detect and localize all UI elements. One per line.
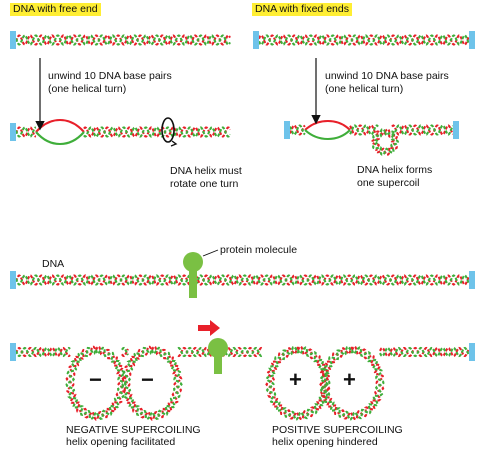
coil-negative-1-red: [65, 345, 127, 421]
anchor-fixed-top-right: [469, 31, 475, 49]
helix-fixed-seg1-green: [289, 124, 306, 136]
minus-sign-right: −: [141, 367, 154, 392]
fixed-ends-header: DNA with fixed ends: [252, 3, 352, 16]
positive-supercoiling-subtitle: helix opening hindered: [272, 436, 378, 448]
anchor-bottom-right: [469, 343, 475, 361]
rotation-icon: [161, 117, 175, 143]
coil-positive-2-red: [319, 345, 385, 421]
bubble-red-fixed: [304, 119, 351, 131]
negative-supercoiling-subtitle: helix opening facilitated: [66, 436, 176, 448]
coil-positive-1-red: [265, 345, 331, 421]
negative-supercoiling-title: NEGATIVE SUPERCOILING: [66, 424, 201, 436]
anchor-fixed-top-left: [253, 31, 259, 49]
anchor-free-top-left: [10, 31, 16, 49]
protein-head-mid: [183, 252, 203, 272]
coil-positive-2-green: [319, 345, 385, 421]
helix-fixed-seg3-green: [391, 124, 454, 136]
protein-label: protein molecule: [220, 244, 298, 256]
anchor-mid-right: [469, 271, 475, 289]
helix-bottom-seg2-red: [121, 348, 129, 358]
unwind-label-fixed: unwind 10 DNA base pairs (one helical tu…: [325, 70, 449, 95]
helix-bottom-seg1-green: [15, 346, 71, 358]
helix-free-top-green: [15, 34, 231, 46]
helix-free-seg2-green: [83, 126, 231, 138]
helix-middle-red: [15, 274, 470, 286]
plus-sign-right: +: [343, 367, 356, 392]
positive-supercoiling-title: POSITIVE SUPERCOILING: [272, 424, 403, 436]
helix-middle-green: [15, 274, 470, 286]
helix-fixed-seg3-red: [391, 124, 454, 136]
bubble-green-free: [35, 131, 85, 146]
helix-fixed-top-green: [258, 34, 470, 46]
bubble-green-fixed: [304, 129, 351, 141]
helix-fixed-seg2-green: [349, 124, 379, 136]
protein-stem-mid: [189, 268, 197, 298]
supercoil-small-green: [371, 128, 400, 156]
helix-bottom-seg5-green: [379, 346, 470, 358]
bubble-red-free: [35, 118, 85, 133]
anchor-fixed-bottom-right: [453, 121, 459, 139]
rotation-arrowhead: [170, 140, 178, 147]
helix-bottom-seg2-green: [121, 346, 129, 356]
helix-free-seg1-green: [15, 126, 37, 138]
unwind-label-free: unwind 10 DNA base pairs (one helical tu…: [48, 70, 172, 95]
helix-fixed-seg2-red: [349, 124, 379, 136]
helix-free-seg1-red: [15, 126, 37, 138]
helix-free-top-red: [15, 34, 231, 46]
coil-negative-2-green: [121, 346, 183, 421]
helix-bottom-seg5-red: [379, 346, 470, 358]
protein-pointer-line: [202, 249, 219, 257]
anchor-free-bottom-left: [10, 123, 16, 141]
anchor-fixed-bottom-left: [284, 121, 290, 139]
coil-negative-2-red: [121, 345, 183, 421]
free-end-header: DNA with free end: [10, 3, 101, 16]
helix-bottom-seg1-red: [15, 346, 71, 358]
coil-positive-1-green: [265, 345, 331, 421]
helix-rotate-caption: DNA helix must rotate one turn: [170, 165, 242, 190]
direction-arrow: [198, 320, 220, 336]
protein-head-bottom: [208, 338, 228, 358]
plus-sign-left: +: [289, 367, 302, 392]
helix-bottom-seg3-green: [177, 346, 263, 358]
minus-sign-left: −: [89, 367, 102, 392]
dna-label: DNA: [42, 258, 65, 270]
coil-negative-1-green: [65, 346, 127, 421]
helix-free-seg2-red: [83, 126, 231, 138]
anchor-mid-left: [10, 271, 16, 289]
helix-supercoil-caption: DNA helix forms one supercoil: [357, 164, 433, 189]
anchor-bottom-left: [10, 343, 16, 361]
